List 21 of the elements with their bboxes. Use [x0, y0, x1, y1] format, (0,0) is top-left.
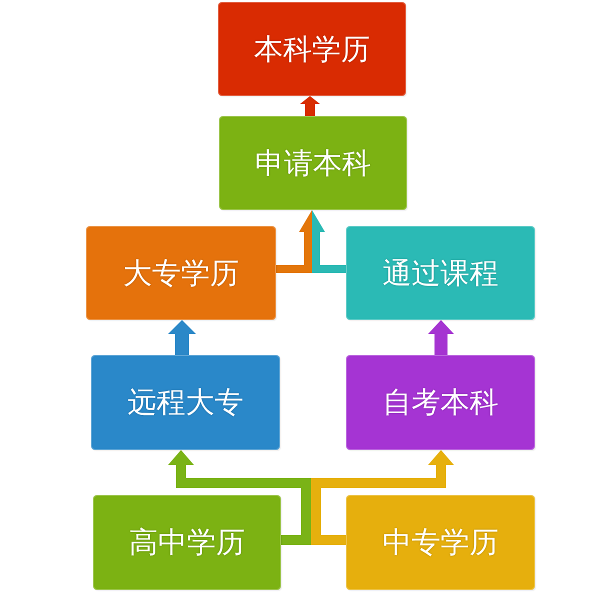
- stage-box: [219, 116, 407, 210]
- arrow: [168, 450, 311, 545]
- box-label: 本科学历: [254, 32, 370, 66]
- stage-box: [346, 495, 535, 590]
- box-label: 远程大专: [128, 385, 244, 420]
- stage-box: [346, 226, 535, 320]
- box-label: 中专学历: [382, 525, 498, 560]
- arrow: [300, 96, 320, 116]
- box-label: 高中学历: [129, 525, 245, 560]
- stage-box: [93, 495, 281, 590]
- arrow: [428, 320, 454, 355]
- arrow: [311, 450, 454, 545]
- box-label: 通过课程: [382, 256, 498, 290]
- arrow: [168, 320, 196, 355]
- stage-box: [86, 226, 276, 320]
- stage-box: [346, 355, 535, 450]
- stage-box: [91, 355, 280, 450]
- box-label: 申请本科: [255, 146, 371, 180]
- box-label: 大专学历: [123, 256, 239, 290]
- stage-box: [218, 2, 406, 96]
- box-label: 自考本科: [382, 385, 498, 420]
